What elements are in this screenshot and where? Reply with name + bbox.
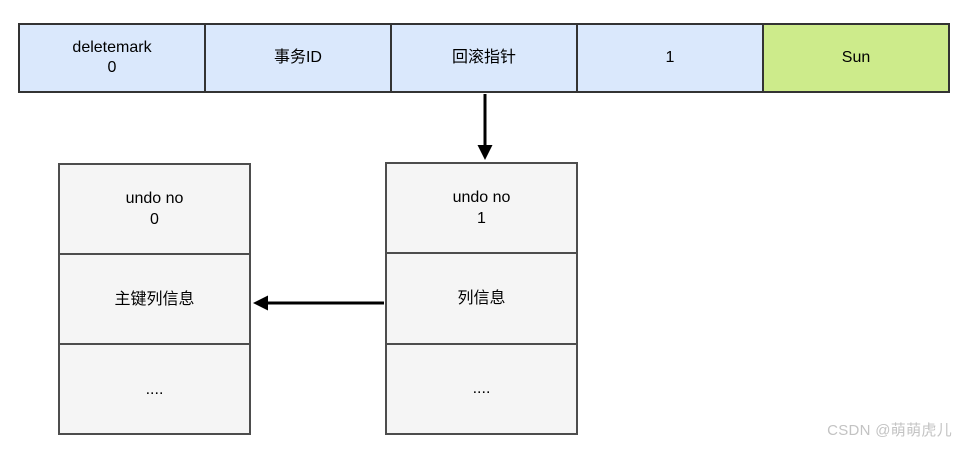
undo0-row-ellipsis: .... [60, 345, 249, 433]
arrow-undo1-to-undo0 [253, 295, 384, 311]
record-cell-label: deletemark [72, 39, 152, 56]
undo-row-label: 列信息 [457, 289, 506, 307]
undo-row-value: 1 [477, 210, 486, 228]
record-cell-transaction-id: 事务ID [206, 25, 392, 91]
record-cell-label: 回滚指针 [451, 49, 516, 66]
undo1-row-ellipsis: .... [387, 344, 576, 433]
undo-row-label: 主键列信息 [114, 290, 195, 308]
record-cell-label: Sun [841, 49, 871, 66]
undo0-row-undo-no: undo no 0 [60, 165, 249, 255]
undo-row-label: undo no [125, 190, 184, 207]
undo-row-label: undo no [452, 189, 511, 207]
record-cell-value: 0 [107, 59, 117, 76]
undo-row-value: 0 [150, 211, 159, 228]
record-cell-label: 事务ID [273, 49, 322, 66]
record-cell-column-value: Sun [764, 25, 948, 91]
undo1-row-columns: 列信息 [387, 254, 576, 345]
record-cell-label: 1 [665, 49, 675, 66]
record-cell-rollback-pointer: 回滚指针 [392, 25, 578, 91]
undo-log-0-box: undo no 0 主键列信息 .... [58, 163, 251, 435]
undo-row-label: .... [472, 380, 491, 398]
undo-log-1-box: undo no 1 列信息 .... [385, 162, 578, 435]
undo1-row-undo-no: undo no 1 [387, 164, 576, 255]
arrow-rollback-to-undo1 [477, 94, 493, 160]
record-cell-deletemark: deletemark 0 [20, 25, 206, 91]
record-cell-primary-key: 1 [578, 25, 764, 91]
csdn-watermark: CSDN @萌萌虎儿 [827, 422, 952, 439]
undo0-row-primary-key-columns: 主键列信息 [60, 255, 249, 345]
undo-row-label: .... [145, 380, 164, 398]
record-row: deletemark 0 事务ID 回滚指针 1 Sun [18, 23, 950, 93]
